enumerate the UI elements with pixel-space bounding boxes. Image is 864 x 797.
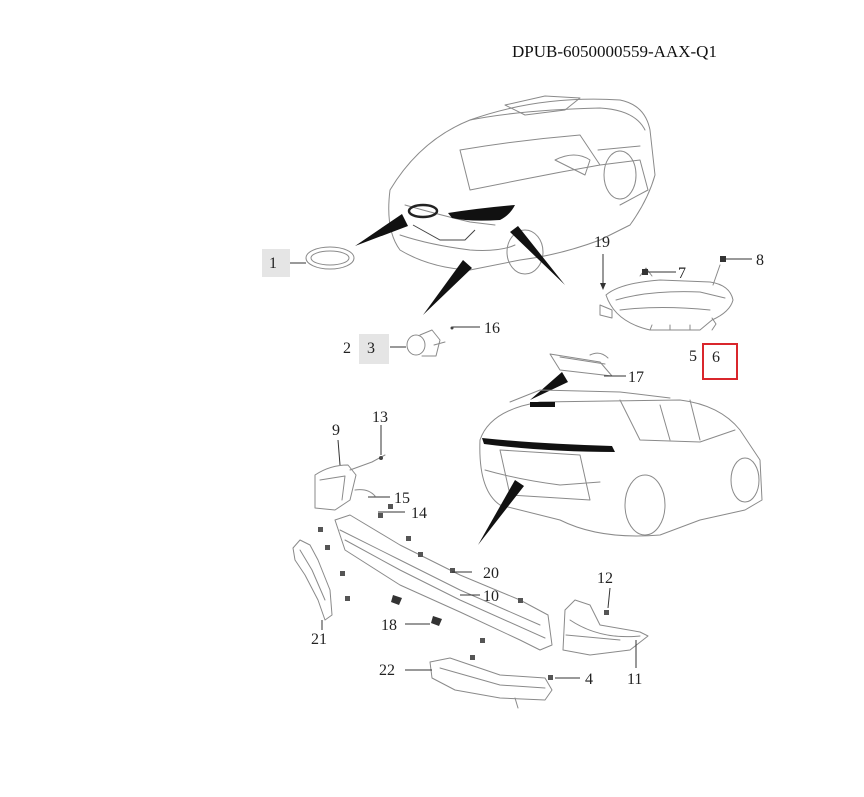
front-car-illustration	[388, 95, 656, 275]
part-22-lower-trim	[429, 657, 553, 709]
svg-text:17: 17	[628, 369, 644, 386]
callout-1[interactable]: 1	[262, 249, 290, 277]
callout-7[interactable]: 7	[678, 265, 686, 282]
svg-text:7: 7	[678, 265, 686, 282]
svg-text:22: 22	[379, 662, 395, 679]
callout-17[interactable]: 17	[628, 369, 644, 386]
callout-14[interactable]: 14	[411, 505, 427, 522]
callout-20[interactable]: 20	[483, 565, 499, 582]
svg-text:18: 18	[381, 617, 397, 634]
part-10-bumper-beam	[334, 514, 553, 651]
part-17-stop-lamp	[549, 352, 613, 377]
svg-text:1: 1	[269, 255, 277, 272]
pointer-arrow	[478, 480, 524, 545]
callout-5[interactable]: 5	[689, 348, 697, 365]
svg-text:2: 2	[343, 340, 351, 357]
svg-text:11: 11	[627, 671, 642, 688]
pointer-arrow	[355, 214, 408, 246]
callout-16[interactable]: 16	[484, 320, 500, 337]
part-19-bolt	[600, 254, 606, 290]
svg-text:21: 21	[311, 631, 327, 648]
callout-10[interactable]: 10	[483, 588, 499, 605]
callout-6[interactable]: 6	[702, 343, 738, 380]
fastener-clips	[318, 504, 609, 680]
callout-9[interactable]: 9	[332, 422, 340, 439]
drawing-code: DPUB-6050000559-AAX-Q1	[512, 42, 717, 61]
svg-text:10: 10	[483, 588, 499, 605]
svg-text:12: 12	[597, 570, 613, 587]
callout-8[interactable]: 8	[756, 252, 764, 269]
callout-15[interactable]: 15	[394, 490, 410, 507]
svg-text:9: 9	[332, 422, 340, 439]
pointer-arrow	[530, 372, 568, 400]
part-18-clip	[391, 595, 442, 626]
svg-text:8: 8	[756, 252, 764, 269]
part-1-emblem	[305, 246, 355, 270]
callout-18[interactable]: 18	[381, 617, 397, 634]
svg-text:3: 3	[367, 340, 375, 357]
svg-text:16: 16	[484, 320, 500, 337]
part-7-clip	[642, 269, 676, 275]
svg-text:14: 14	[411, 505, 427, 522]
svg-text:15: 15	[394, 490, 410, 507]
svg-text:6: 6	[712, 349, 720, 366]
svg-text:19: 19	[594, 234, 610, 251]
callout-19[interactable]: 19	[594, 234, 610, 251]
callout-2[interactable]: 2	[343, 340, 351, 357]
callout-22[interactable]: 22	[379, 662, 395, 679]
headlamp-assembly-illustration	[599, 264, 734, 331]
svg-text:4: 4	[585, 671, 593, 688]
rear-lamp-bar	[482, 402, 615, 452]
part-8-clip	[720, 256, 752, 262]
part-3-fog-lamp	[406, 329, 446, 357]
part-21-side-bracket	[292, 539, 333, 621]
front-grille-illustration	[407, 203, 515, 241]
svg-text:13: 13	[372, 409, 388, 426]
svg-text:20: 20	[483, 565, 499, 582]
rear-car-illustration	[479, 389, 763, 537]
pointer-arrow	[510, 226, 565, 285]
callout-21[interactable]: 21	[311, 631, 327, 648]
pointer-arrow	[423, 260, 472, 315]
part-9-bracket	[314, 454, 386, 511]
part-16-screw	[450, 326, 480, 330]
part-11-rear-lamp	[562, 599, 649, 656]
callout-12[interactable]: 12	[597, 570, 613, 587]
callout-13[interactable]: 13	[372, 409, 388, 426]
callout-4[interactable]: 4	[585, 671, 593, 688]
callout-11[interactable]: 11	[627, 671, 642, 688]
callout-3[interactable]: 3	[359, 334, 389, 364]
svg-text:5: 5	[689, 348, 697, 365]
